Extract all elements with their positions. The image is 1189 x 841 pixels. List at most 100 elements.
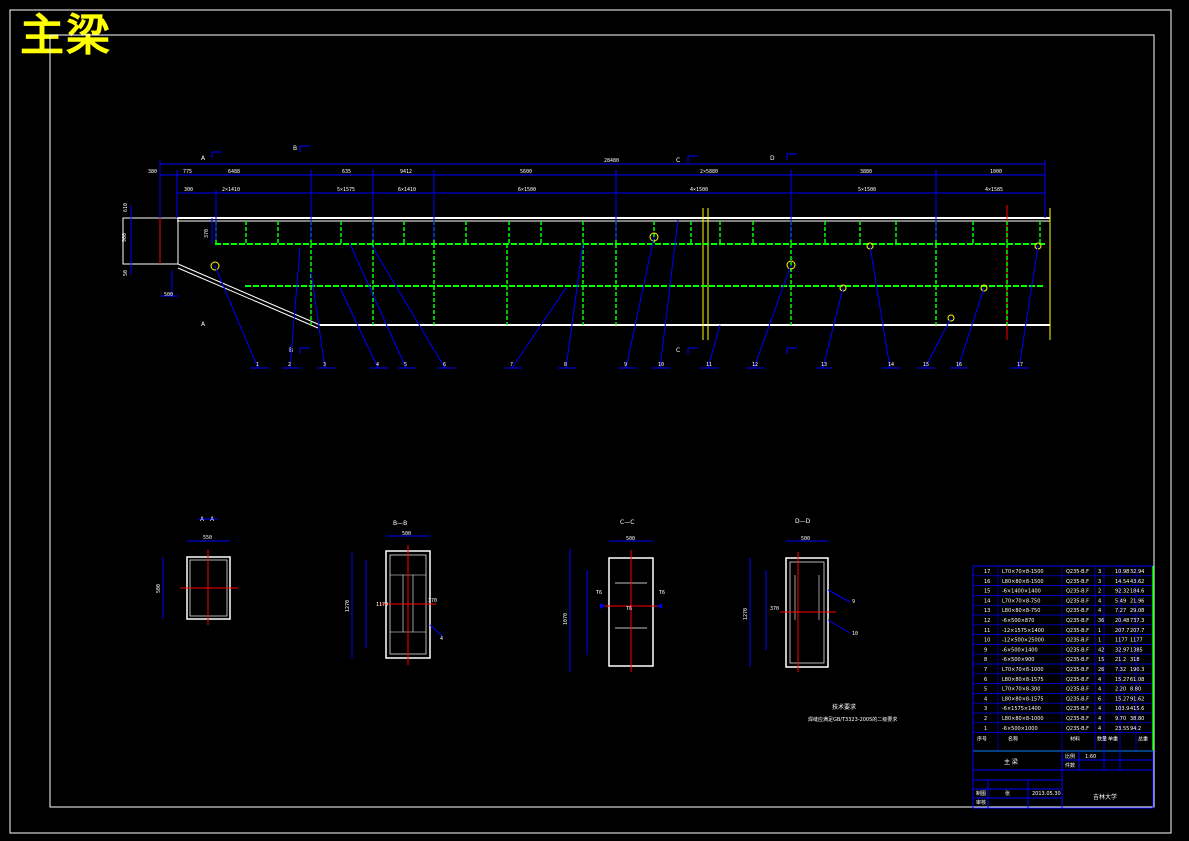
- bom-cell: L80×80×8-1575: [1002, 677, 1044, 683]
- bom-cell: 7.32: [1115, 667, 1126, 673]
- title-block: [972, 750, 1154, 809]
- bom-cell: L80×80×8-1000: [1002, 716, 1044, 722]
- bom-cell: Q235-B.F: [1066, 589, 1089, 595]
- part-callout-3: 3: [323, 362, 326, 368]
- bom-cell: 3: [1098, 569, 1101, 575]
- bom-cell: 4: [984, 696, 987, 702]
- inner-frame: [49, 34, 1155, 808]
- dim-row1-7: 3880: [860, 169, 872, 175]
- bom-cell: 26: [1098, 667, 1104, 673]
- section-view-c-note-1: T6: [659, 590, 665, 596]
- bom-cell: 15.27: [1115, 696, 1129, 702]
- bom-cell: 1385: [1130, 647, 1143, 653]
- section-view-c-height: 1070: [563, 613, 569, 625]
- bom-cell: 1177: [1130, 638, 1143, 644]
- title-block-drawn-by: 张: [1005, 790, 1010, 797]
- bom-cell: 11: [984, 628, 990, 634]
- bom-cell: 1: [984, 726, 987, 732]
- bom-cell: 42: [1098, 647, 1104, 653]
- tech-req-heading: 技术要求: [832, 703, 856, 711]
- bom-cell: 21.2: [1115, 657, 1126, 663]
- bom-cell: L80×80×8-1500: [1002, 579, 1044, 585]
- bom-cell: 2.20: [1115, 687, 1126, 693]
- bom-header-cell: 总重: [1138, 736, 1148, 743]
- bom-cell: -6×1400×1400: [1002, 589, 1041, 595]
- part-callout-12: 12: [752, 362, 758, 368]
- bom-cell: Q235-B.F: [1066, 716, 1089, 722]
- part-callout-10: 10: [658, 362, 664, 368]
- part-callout-9: 9: [624, 362, 627, 368]
- bom-cell: Q235-B.F: [1066, 677, 1089, 683]
- bom-cell: 6: [984, 677, 987, 683]
- bom-cell: 14: [984, 598, 990, 604]
- part-callout-8: 8: [564, 362, 567, 368]
- title-block-scale-label: 比例: [1065, 753, 1075, 760]
- title-block-drawn-label: 制图: [976, 790, 986, 797]
- dim-row2-3: 6×1410: [398, 187, 416, 193]
- title-block-scale: 1:60: [1085, 754, 1096, 760]
- title-block-part-name: 主 梁: [1004, 758, 1018, 766]
- bom-cell: -6×1575×1400: [1002, 706, 1041, 712]
- dim-row1-8: 1000: [990, 169, 1002, 175]
- bom-cell: Q235-B.F: [1066, 657, 1089, 663]
- section-view-b-width: 500: [402, 531, 411, 537]
- bom-cell: 10.98: [1115, 569, 1129, 575]
- dim-row1-3: 635: [342, 169, 351, 175]
- section-marker-c-bottom: C: [676, 347, 680, 354]
- bom-cell: 4: [1098, 726, 1101, 732]
- bom-header-cell: 材料: [1070, 736, 1080, 743]
- part-callout-14: 14: [888, 362, 894, 368]
- section-view-d-title: D—D: [795, 518, 811, 525]
- bom-cell: L70×70×8-750: [1002, 598, 1040, 604]
- bom-cell: 38.80: [1130, 716, 1144, 722]
- bom-cell: 94.2: [1130, 726, 1141, 732]
- bom-cell: 6: [1098, 696, 1101, 702]
- bom-cell: 43.62: [1130, 579, 1144, 585]
- bom-cell: 3: [1098, 579, 1101, 585]
- dim-left-small-0: 610: [123, 203, 129, 212]
- section-marker-a-bottom: A: [201, 321, 206, 328]
- bom-cell: 20.48: [1115, 618, 1129, 624]
- bom-cell: 190.3: [1130, 667, 1144, 673]
- bom-header-cell: 数量: [1097, 736, 1107, 743]
- section-view-b-b: B—B 500 1270 1170 370 4: [345, 520, 443, 665]
- bom-cell: Q235-B.F: [1066, 687, 1089, 693]
- bom-cell: Q235-B.F: [1066, 569, 1089, 575]
- part-callout-15: 15: [923, 362, 929, 368]
- section-view-b-height: 1270: [345, 600, 351, 612]
- section-view-a-height: 500: [156, 584, 162, 593]
- title-block-school: 吉林大学: [1093, 793, 1117, 801]
- bom-cell: L70×70×8-300: [1002, 687, 1040, 693]
- bom-cell: L70×70×8-1000: [1002, 667, 1044, 673]
- bom-cell: Q235-B.F: [1066, 608, 1089, 614]
- section-view-a-width: 550: [203, 535, 212, 541]
- bom-cell: 207.7: [1115, 628, 1129, 634]
- section-view-d-width: 500: [801, 536, 810, 542]
- dim-row1-6: 2×5880: [700, 169, 718, 175]
- bom-cell: -12×1575×1400: [1002, 628, 1044, 634]
- section-view-b-side: 1170: [376, 602, 388, 608]
- dim-left-height: 900: [122, 233, 128, 242]
- bom-cell: 15.27: [1115, 677, 1129, 683]
- bom-cell: 415.6: [1130, 706, 1144, 712]
- bom-cell: Q235-B.F: [1066, 726, 1089, 732]
- bom-cell: 737.3: [1130, 618, 1144, 624]
- section-view-d-d: D—D 500 1270 370 9 10: [743, 518, 858, 672]
- section-view-d-side: 370: [770, 606, 779, 612]
- section-view-d-callout-10: 10: [852, 631, 858, 637]
- dim-left-small-1: 50: [123, 270, 129, 276]
- bom-cell: 36: [1098, 618, 1104, 624]
- bom-cell: -6×500×1400: [1002, 647, 1038, 653]
- bom-cell: 1: [1098, 638, 1101, 644]
- section-view-c-c: C—C 500 1070 T6 T6 T6: [563, 519, 665, 672]
- bom-cell: 15: [1098, 657, 1104, 663]
- bom-cell: 1: [1098, 628, 1101, 634]
- dim-overall: 28480: [604, 158, 619, 164]
- bom-cell: 10: [984, 638, 990, 644]
- bom-cell: L70×70×8-1500: [1002, 569, 1044, 575]
- bom-cell: 21.96: [1130, 598, 1144, 604]
- bom-header-cell: 单重: [1108, 736, 1118, 743]
- dim-left-small-2: 500: [164, 292, 173, 298]
- bom-cell: -12×500×25000: [1002, 638, 1044, 644]
